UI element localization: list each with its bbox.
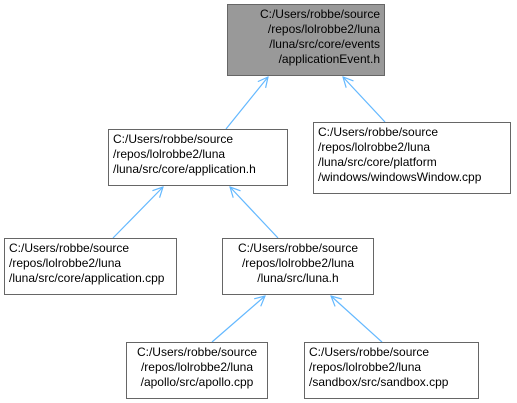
node-line: /apollo/src/apollo.cpp [140, 375, 254, 389]
node-line: /luna/src/core/application.h [113, 162, 256, 176]
node-line: C:/Users/robbe/source [318, 125, 439, 139]
node-sandbox-cpp[interactable]: C:/Users/robbe/source /repos/lolrobbe2/l… [304, 342, 479, 399]
node-line: C:/Users/robbe/source [309, 345, 430, 359]
node-apollo-cpp[interactable]: C:/Users/robbe/source /repos/lolrobbe2/l… [126, 342, 268, 399]
node-luna-h[interactable]: C:/Users/robbe/source /repos/lolrobbe2/l… [222, 238, 374, 295]
edge-application-to-applicationEvent [225, 77, 268, 130]
edge-applicationCpp-to-application [112, 187, 163, 239]
node-line: /repos/lolrobbe2/luna [309, 360, 422, 374]
node-line: C:/Users/robbe/source [237, 241, 359, 255]
node-line: C:/Users/robbe/source [259, 7, 380, 21]
node-line: /sandbox/src/sandbox.cpp [309, 375, 449, 389]
node-applicationEvent-h: C:/Users/robbe/source /repos/lolrobbe2/l… [227, 4, 385, 76]
node-line: /repos/lolrobbe2/luna [9, 256, 122, 270]
node-application-h[interactable]: C:/Users/robbe/source /repos/lolrobbe2/l… [108, 129, 288, 186]
node-line: /repos/lolrobbe2/luna [113, 147, 226, 161]
node-line: /luna/src/luna.h [257, 271, 339, 285]
node-line: /repos/lolrobbe2/luna [267, 22, 380, 36]
node-line: C:/Users/robbe/source [113, 132, 234, 146]
node-line: /windows/windowsWindow.cpp [318, 170, 482, 184]
node-windowsWindow-cpp[interactable]: C:/Users/robbe/source /repos/lolrobbe2/l… [313, 122, 511, 194]
edge-sandbox-to-lunaH [331, 296, 383, 343]
node-line: C:/Users/robbe/source [136, 345, 258, 359]
node-line: /luna/src/core/application.cpp [9, 271, 165, 285]
node-line: /repos/lolrobbe2/luna [241, 256, 355, 270]
node-line: /luna/src/core/events [269, 37, 380, 51]
edge-lunaH-to-application [230, 187, 279, 239]
node-line: /applicationEvent.h [278, 52, 380, 66]
node-line: /luna/src/core/platform [318, 155, 437, 169]
edge-apollo-to-lunaH [211, 296, 265, 343]
node-line: /repos/lolrobbe2/luna [318, 140, 431, 154]
node-line: /repos/lolrobbe2/luna [140, 360, 254, 374]
node-line: C:/Users/robbe/source [9, 241, 130, 255]
node-application-cpp[interactable]: C:/Users/robbe/source /repos/lolrobbe2/l… [4, 238, 177, 295]
edge-windowsWindow-to-applicationEvent [343, 77, 386, 123]
